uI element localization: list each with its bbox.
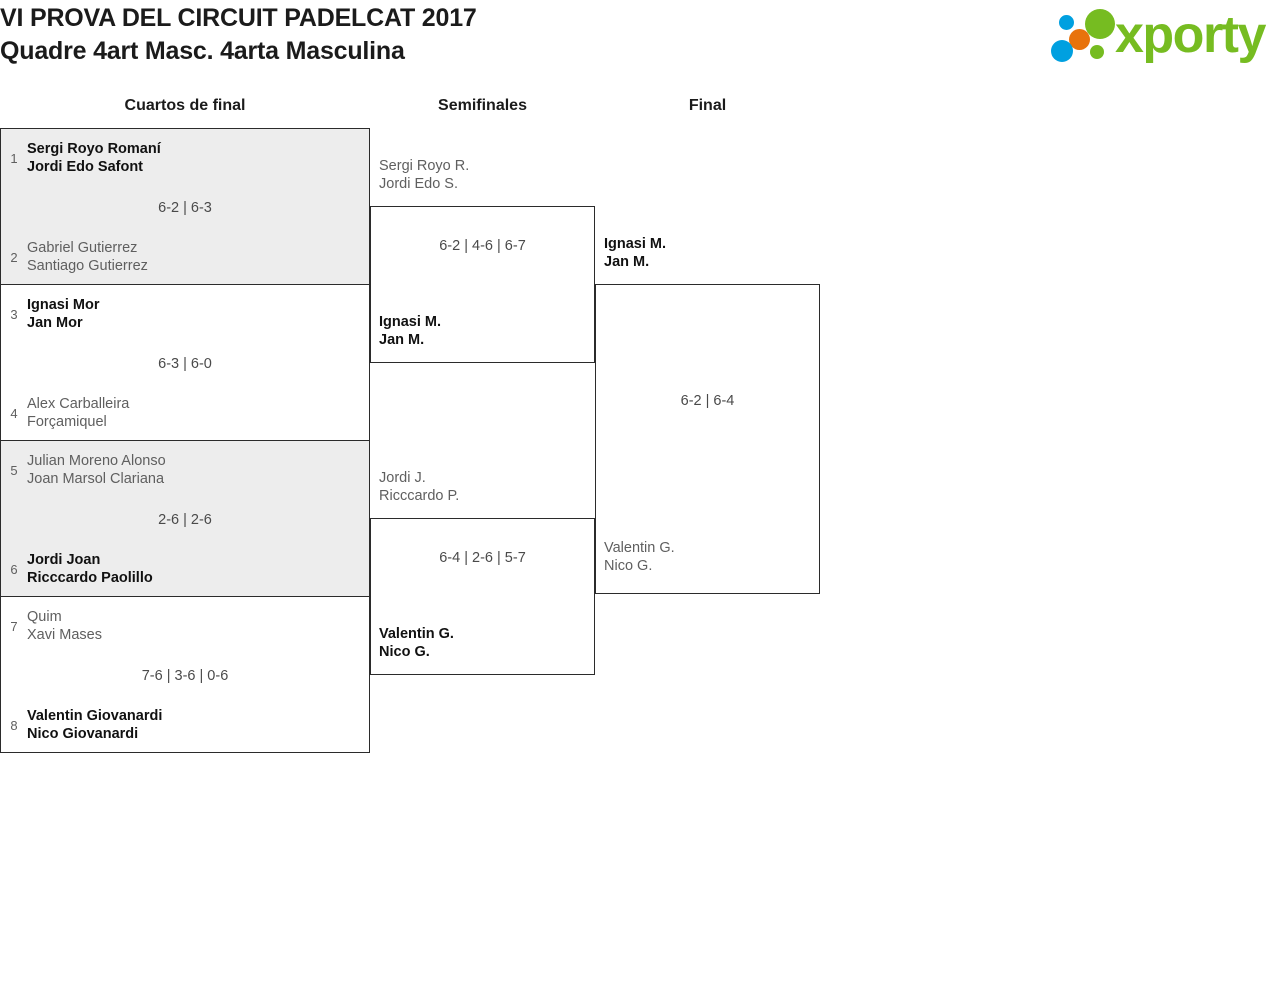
- player-name: Julian Moreno Alonso: [27, 453, 166, 469]
- player-name: Forçamiquel: [27, 414, 107, 430]
- match-quarterfinal-2[interactable]: 3 Ignasi Mor Jan Mor 6-3 | 6-0 4 Alex Ca…: [0, 284, 370, 441]
- page-title: VI PROVA DEL CIRCUIT PADELCAT 2017 Quadr…: [0, 2, 900, 68]
- team-names: Ignasi M. Jan M.: [371, 313, 594, 349]
- player-name: Ignasi M.: [604, 236, 667, 252]
- player-name: Nico G.: [604, 558, 653, 574]
- match-team-top: Ignasi M. Jan M.: [596, 235, 819, 271]
- match-quarterfinal-1[interactable]: 1 Sergi Royo Romaní Jordi Edo Safont 6-2…: [0, 128, 370, 285]
- seed-number: 5: [10, 462, 18, 478]
- player-name: Quim: [27, 609, 62, 625]
- match-team-bottom: 4 Alex Carballeira Forçamiquel: [1, 395, 369, 431]
- match-team-top: Sergi Royo R. Jordi Edo S.: [371, 157, 594, 193]
- match-semifinal-2[interactable]: Jordi J. Ricccardo P. 6-4 | 2-6 | 5-7 Va…: [370, 470, 595, 675]
- round-header-semifinals: Semifinales: [438, 97, 527, 114]
- match-quarterfinal-4[interactable]: 7 Quim Xavi Mases 7-6 | 3-6 | 0-6 8 Vale…: [0, 596, 370, 753]
- team-names: Ignasi Mor Jan Mor: [27, 296, 369, 332]
- match-score: 6-4 | 2-6 | 5-7: [439, 550, 526, 566]
- logo-dot-blue-large-icon: [1051, 40, 1073, 62]
- player-name: Jordi Joan: [27, 552, 101, 568]
- seed-number: 2: [10, 249, 18, 265]
- team-names: Julian Moreno Alonso Joan Marsol Clarian…: [27, 452, 369, 488]
- match-team-top: 5 Julian Moreno Alonso Joan Marsol Clari…: [1, 452, 369, 488]
- player-name: Jan M.: [604, 254, 650, 270]
- match-team-bottom: 6 Jordi Joan Ricccardo Paolillo: [1, 551, 369, 587]
- match-score: 6-2 | 4-6 | 6-7: [439, 238, 526, 254]
- player-name: Nico G.: [379, 644, 430, 660]
- round-header-quarterfinals: Cuartos de final: [124, 97, 246, 114]
- match-final[interactable]: Ignasi M. Jan M. 6-2 | 6-4 Valentin G. N…: [595, 236, 820, 594]
- match-team-top: 3 Ignasi Mor Jan Mor: [1, 296, 369, 332]
- player-name: Sergi Royo R.: [379, 158, 470, 174]
- player-name: Sergi Royo Romaní: [27, 141, 161, 157]
- team-names: Alex Carballeira Forçamiquel: [27, 395, 369, 431]
- match-semifinal-1[interactable]: Sergi Royo R. Jordi Edo S. 6-2 | 4-6 | 6…: [370, 158, 595, 363]
- team-names: Jordi J. Ricccardo P.: [371, 469, 594, 505]
- player-name: Alex Carballeira: [27, 396, 130, 412]
- player-name: Ricccardo P.: [379, 488, 460, 504]
- player-name: Joan Marsol Clariana: [27, 471, 165, 487]
- player-name: Gabriel Gutierrez: [27, 240, 138, 256]
- team-names: Valentin G. Nico G.: [596, 539, 819, 575]
- match-score: 2-6 | 2-6: [158, 512, 212, 528]
- player-name: Jan Mor: [27, 315, 83, 331]
- tournament-name: VI PROVA DEL CIRCUIT PADELCAT 2017: [0, 4, 477, 32]
- tournament-subtitle: Quadre 4art Masc. 4arta Masculina: [0, 37, 405, 65]
- match-team-top: 7 Quim Xavi Mases: [1, 608, 369, 644]
- seed-number: 4: [10, 405, 18, 421]
- match-team-bottom: 2 Gabriel Gutierrez Santiago Gutierrez: [1, 239, 369, 275]
- player-name: Jordi Edo Safont: [27, 159, 143, 175]
- logo-dot-blue-small-icon: [1059, 15, 1074, 30]
- seed-number: 8: [10, 717, 18, 733]
- seed-number: 6: [10, 561, 18, 577]
- player-name: Ignasi M.: [379, 314, 442, 330]
- team-names: Valentin G. Nico G.: [371, 625, 594, 661]
- team-names: Quim Xavi Mases: [27, 608, 369, 644]
- match-quarterfinal-3[interactable]: 5 Julian Moreno Alonso Joan Marsol Clari…: [0, 440, 370, 597]
- match-team-bottom: Valentin G. Nico G.: [371, 625, 594, 661]
- round-header-final: Final: [688, 97, 727, 114]
- player-name: Santiago Gutierrez: [27, 258, 148, 274]
- player-name: Jordi J.: [379, 470, 426, 486]
- logo-wordmark: xporty: [1115, 6, 1266, 64]
- match-team-bottom: Valentin G. Nico G.: [596, 539, 819, 575]
- match-score: 7-6 | 3-6 | 0-6: [141, 668, 229, 684]
- team-names: Sergi Royo Romaní Jordi Edo Safont: [27, 140, 369, 176]
- seed-number: 7: [10, 618, 18, 634]
- player-name: Valentin Giovanardi: [27, 708, 163, 724]
- player-name: Ignasi Mor: [27, 297, 100, 313]
- seed-number: 1: [10, 150, 18, 166]
- player-name: Nico Giovanardi: [27, 726, 139, 742]
- team-names: Gabriel Gutierrez Santiago Gutierrez: [27, 239, 369, 275]
- team-names: Jordi Joan Ricccardo Paolillo: [27, 551, 369, 587]
- match-score: 6-2 | 6-3: [158, 200, 212, 216]
- logo-dots-icon: [1047, 7, 1119, 63]
- match-team-top: 1 Sergi Royo Romaní Jordi Edo Safont: [1, 140, 369, 176]
- match-team-bottom: Ignasi M. Jan M.: [371, 313, 594, 349]
- match-team-top: Jordi J. Ricccardo P.: [371, 469, 594, 505]
- team-names: Sergi Royo R. Jordi Edo S.: [371, 157, 594, 193]
- match-team-bottom: 8 Valentin Giovanardi Nico Giovanardi: [1, 707, 369, 743]
- player-name: Xavi Mases: [27, 627, 102, 643]
- player-name: Jan M.: [379, 332, 425, 348]
- team-names: Ignasi M. Jan M.: [596, 235, 819, 271]
- player-name: Valentin G.: [604, 540, 675, 556]
- player-name: Ricccardo Paolillo: [27, 570, 153, 586]
- player-name: Valentin G.: [379, 626, 454, 642]
- team-names: Valentin Giovanardi Nico Giovanardi: [27, 707, 369, 743]
- match-score: 6-3 | 6-0: [158, 356, 212, 372]
- logo-dot-green-large-icon: [1085, 9, 1115, 39]
- player-name: Jordi Edo S.: [379, 176, 458, 192]
- match-score: 6-2 | 6-4: [680, 393, 735, 409]
- logo-dot-orange-icon: [1069, 29, 1090, 50]
- seed-number: 3: [10, 306, 18, 322]
- xporty-logo[interactable]: xporty: [1047, 6, 1275, 65]
- logo-dot-green-small-icon: [1090, 45, 1104, 59]
